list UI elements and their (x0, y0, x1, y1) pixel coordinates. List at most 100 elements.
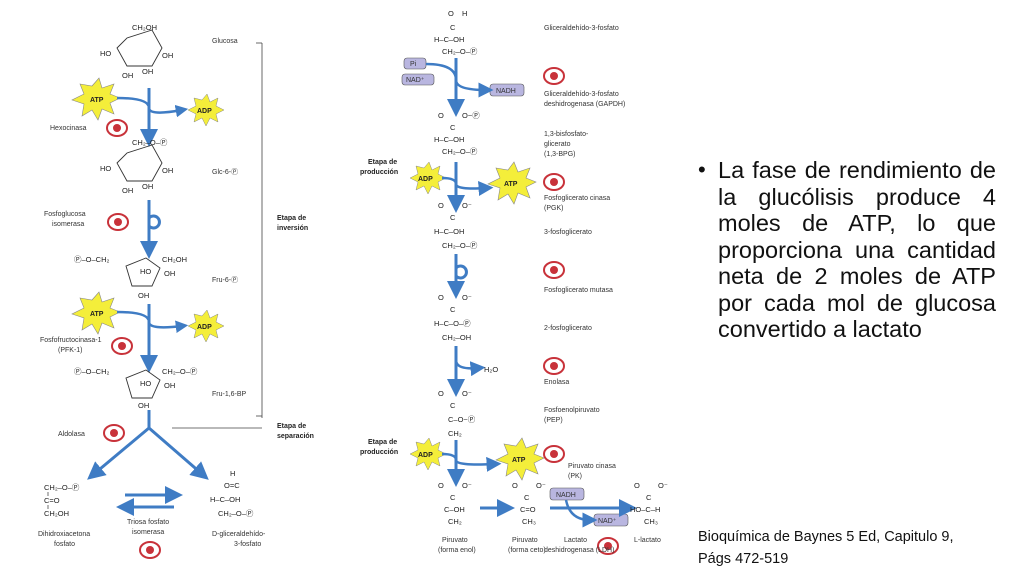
svg-text:ADP: ADP (197, 324, 212, 331)
atp-star-2: ATP (71, 291, 121, 335)
g3p-label: Gliceraldehído-3-fosfato (544, 25, 619, 32)
bpg-label-2: glicerato (544, 141, 571, 148)
svg-text:H–C–OH: H–C–OH (434, 227, 464, 236)
svg-text:O⁻: O⁻ (462, 389, 472, 398)
svg-text:C=O: C=O (44, 496, 60, 505)
pfk-label-1: Fosfofructocinasa-1 (40, 337, 102, 344)
svg-text:CH₂: CH₂ (448, 429, 462, 438)
stage-produccion-1a: Etapa de (368, 159, 397, 166)
enzyme-icon-pfk (111, 337, 133, 355)
bpg-structure: O O~Ⓟ C H–C–OH CH₂–O–Ⓟ (434, 111, 480, 156)
citation-line-2: Págs 472-519 (698, 551, 789, 567)
adp-burst-2: ADP (187, 309, 225, 343)
pep-structure: O O⁻ C C–O~Ⓟ CH₂ (438, 389, 476, 438)
enzyme-icon-pk (543, 445, 565, 463)
svg-text:ATP: ATP (512, 457, 526, 464)
pyruvate-keto-structure: O O⁻ C C=O CH₃ (512, 481, 546, 526)
stage-produccion-2b: producción (360, 449, 398, 456)
citation-line-1: Bioquímica de Baynes 5 Ed, Capitulo 9, (698, 529, 954, 545)
dhap-label-2: fosfato (54, 541, 75, 548)
hexocinasa-label: Hexocinasa (50, 125, 87, 132)
svg-text:CH₃: CH₃ (522, 517, 536, 526)
aldolasa-label: Aldolasa (58, 431, 85, 438)
svg-text:NAD⁺: NAD⁺ (406, 77, 425, 84)
atp-star-3: ATP (487, 161, 537, 205)
svg-text:ATP: ATP (90, 311, 104, 318)
svg-text:O: O (634, 481, 640, 490)
gap-label-2: 3-fosfato (234, 541, 261, 548)
svg-text:C: C (646, 493, 652, 502)
pir-ceto-label-1: Piruvato (512, 537, 538, 544)
svg-text:CH₂–O–Ⓟ: CH₂–O–Ⓟ (132, 138, 168, 147)
svg-text:ADP: ADP (197, 108, 212, 115)
atp-star-4: ATP (495, 437, 545, 481)
enzyme-icon-tim (139, 541, 161, 559)
gapdh-label-1: Gliceraldehído-3-fosfato (544, 91, 619, 98)
svg-text:C: C (450, 123, 456, 132)
svg-text:Ⓟ–O–CH₂: Ⓟ–O–CH₂ (74, 255, 110, 264)
svg-text:CH₂–O–Ⓟ: CH₂–O–Ⓟ (162, 367, 198, 376)
atp-star-1: ATP (71, 77, 121, 121)
svg-text:Pi: Pi (410, 61, 417, 68)
stage-produccion-2a: Etapa de (368, 439, 397, 446)
svg-text:NADH: NADH (556, 492, 576, 499)
pir-ceto-label-2: (forma ceto) (508, 547, 546, 554)
pyruvate-enol-structure: O O⁻ C C–OH CH₂ (438, 481, 472, 526)
svg-text:HO–C–H: HO–C–H (630, 505, 660, 514)
dhap-structure: CH₂–O–Ⓟ C=O CH₂OH (44, 483, 80, 518)
stage-inversion-2: inversión (277, 225, 308, 232)
svg-text:O⁻: O⁻ (462, 293, 472, 302)
bpg-label-1: 1,3-bisfosfato- (544, 131, 589, 138)
stage-produccion-1b: producción (360, 169, 398, 176)
svg-text:CH₂–O–Ⓟ: CH₂–O–Ⓟ (442, 47, 478, 56)
nadh-badge-2: NADH (549, 487, 585, 501)
svg-text:O⁻: O⁻ (658, 481, 668, 490)
svg-text:O: O (438, 201, 444, 210)
svg-text:C: C (524, 493, 530, 502)
svg-text:C–O~Ⓟ: C–O~Ⓟ (448, 415, 476, 424)
svg-text:H: H (230, 469, 235, 478)
svg-text:OH: OH (122, 186, 133, 195)
svg-text:OH: OH (122, 71, 133, 80)
glucose-structure: CH₂OH HO OH OH OH (100, 23, 173, 80)
fru16bp-structure: Ⓟ–O–CH₂ CH₂–O–Ⓟ HO OH OH (74, 367, 198, 410)
svg-text:C–OH: C–OH (444, 505, 465, 514)
gapdh-label-2: deshidrogenasa (GAPDH) (544, 101, 625, 108)
pk-label-1: Piruvato cinasa (568, 463, 616, 470)
pi-badge: Pi (403, 57, 427, 70)
svg-text:O⁻: O⁻ (536, 481, 546, 490)
enzyme-icon-hexocinasa (106, 119, 128, 137)
fgi-label-2: isomerasa (52, 221, 84, 228)
nad-badge-2: NAD⁺ (593, 513, 629, 527)
svg-text:CH₃: CH₃ (644, 517, 658, 526)
svg-text:O: O (438, 111, 444, 120)
svg-text:OH: OH (164, 269, 175, 278)
enzyme-icon-ldh (597, 537, 619, 555)
pep-label-1: Fosfoenolpiruvato (544, 407, 600, 414)
svg-text:ADP: ADP (418, 176, 433, 183)
gap-structure: H O=C H–C–OH CH₂–O–Ⓟ (210, 469, 254, 518)
pir-enol-label-1: Piruvato (442, 537, 468, 544)
svg-text:O~Ⓟ: O~Ⓟ (462, 111, 480, 120)
svg-text:O: O (512, 481, 518, 490)
dhap-label-1: Dihidroxiacetona (38, 531, 90, 538)
svg-text:Ⓟ–O–CH₂: Ⓟ–O–CH₂ (74, 367, 110, 376)
svg-text:NAD⁺: NAD⁺ (598, 518, 617, 525)
svg-text:CH₂–O–Ⓟ: CH₂–O–Ⓟ (218, 509, 254, 518)
enzyme-icon-pgk (543, 173, 565, 191)
glc6p-structure: CH₂–O–Ⓟ HO OH OH OH (100, 138, 173, 195)
svg-text:C: C (450, 23, 456, 32)
svg-text:O⁻: O⁻ (462, 201, 472, 210)
lactate-structure: O O⁻ C HO–C–H CH₃ (630, 481, 668, 526)
adp-burst-4: ADP (409, 437, 447, 471)
svg-text:OH: OH (142, 67, 153, 76)
tim-label-1: Triosa fosfato (127, 519, 169, 526)
bullet-marker: • (698, 157, 706, 182)
stage-separacion-2: separación (277, 433, 314, 440)
pg3-structure: O O⁻ C H–C–OH CH₂–O–Ⓟ (434, 201, 478, 250)
ldh-label-2: deshidrogenasa (LDH) (544, 547, 614, 554)
enolasa-label: Enolasa (544, 379, 569, 386)
pgk-label-2: (PGK) (544, 205, 563, 212)
glc6p-label: Glc-6-Ⓟ (212, 168, 238, 176)
svg-text:O=C: O=C (224, 481, 240, 490)
